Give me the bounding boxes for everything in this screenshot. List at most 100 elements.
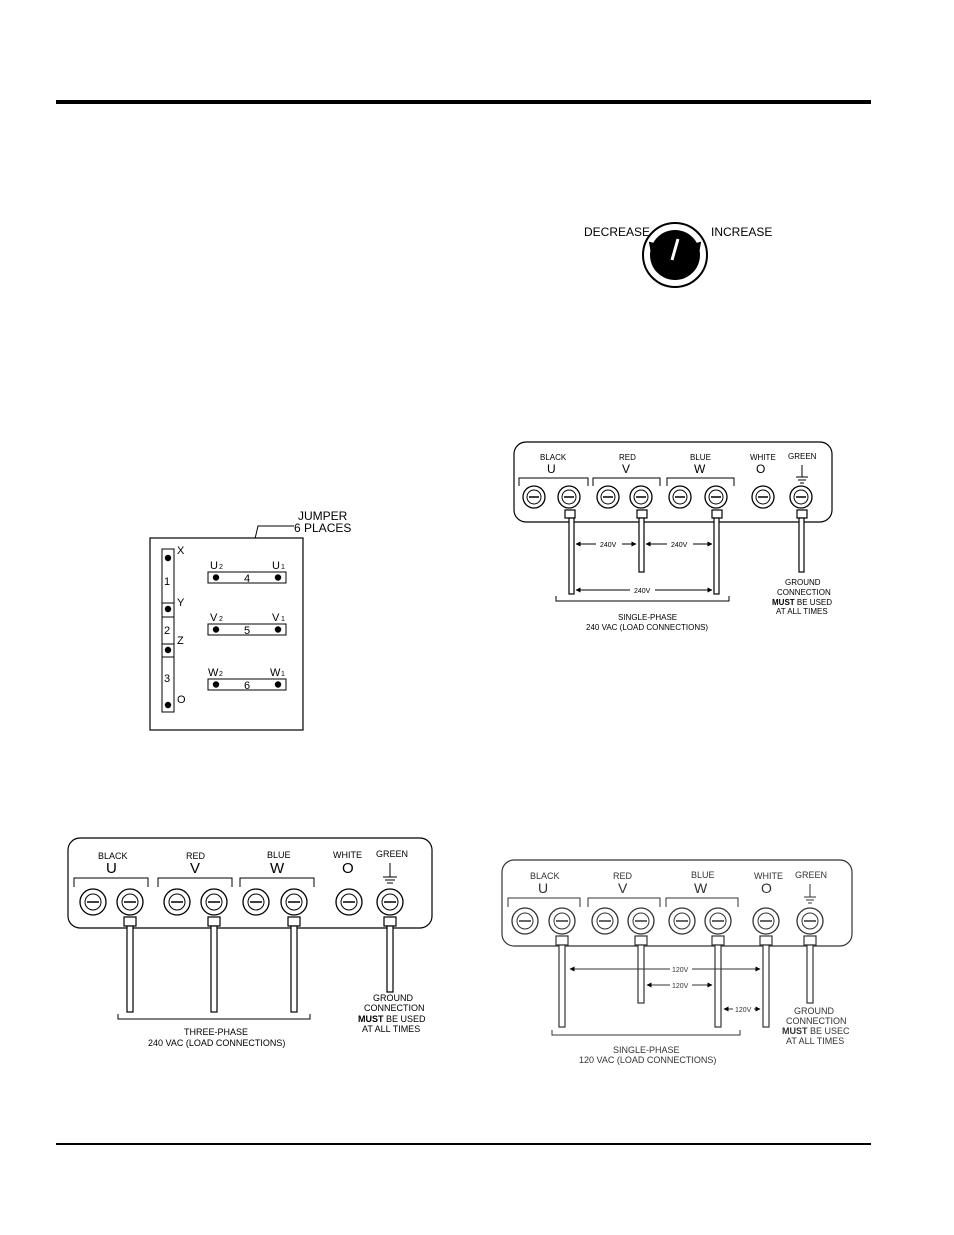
footer-rule [56,1143,871,1145]
svg-text:V: V [272,612,280,624]
letter-v: V [622,462,630,476]
svg-text:2: 2 [219,564,223,571]
svg-text:1: 1 [281,671,285,678]
color-blue: BLUE [691,870,715,880]
label-o: O [177,694,186,706]
svg-text:GROUND: GROUND [373,993,413,1003]
svg-text:1: 1 [281,616,285,623]
svg-text:W: W [270,667,281,679]
jumper-bar-5 [207,623,287,636]
svg-text:2: 2 [219,616,223,623]
load-bracket [551,1030,741,1036]
letter-w: W [694,462,706,476]
letter-w: W [270,860,285,877]
left-strip [161,548,175,713]
voltage-u-o: 120V [672,967,689,974]
winding-2: 2 [164,625,170,637]
caption-line2: 120 VAC (LOAD CONNECTIONS) [579,1055,716,1065]
color-green: GREEN [376,849,408,859]
svg-text:2: 2 [219,671,223,678]
increase-label: INCREASE [711,225,772,239]
winding-3: 3 [164,673,170,685]
letter-u: U [106,860,117,877]
increase-arrow-icon [686,236,702,252]
load-wires [555,935,817,1028]
single-phase-120-diagram: BLACK RED BLUE WHITE GREEN U V W O 120V … [501,859,853,1065]
svg-text:MUST BE USED: MUST BE USED [358,1014,426,1024]
color-black: BLACK [98,851,128,861]
dial-knob[interactable] [650,230,700,280]
voltage-u-v: 240V [600,542,617,549]
svg-text:MUST BE USED: MUST BE USED [772,598,832,607]
label-y: Y [177,597,185,609]
letter-v: V [190,860,200,877]
ground-note: GROUND CONNECTION MUST BE USED AT ALL TI… [772,578,832,616]
svg-text:GROUND: GROUND [794,1006,834,1016]
svg-text:6: 6 [244,680,250,692]
terminal-dot-o [164,701,172,709]
letter-o: O [761,880,772,896]
color-blue: BLUE [267,850,291,860]
load-wires [564,509,808,595]
winding-1: 1 [164,576,170,588]
color-white: WHITE [754,871,783,881]
load-bracket [555,596,730,602]
jumper-bar-6 [207,678,287,691]
voltage-v-w: 120V [672,983,689,990]
color-white: WHITE [333,850,362,860]
svg-text:AT ALL TIMES: AT ALL TIMES [786,1036,844,1046]
color-red: RED [619,453,636,462]
label-z: Z [177,635,184,647]
jumper-callout-line1: JUMPER [298,509,348,523]
svg-text:W: W [208,667,219,679]
svg-text:U: U [272,560,280,572]
svg-text:GROUND: GROUND [785,578,821,587]
caption-line1: SINGLE-PHASE [618,613,677,622]
decrease-arrow-icon [648,236,663,252]
letter-o: O [342,860,354,877]
color-black: BLACK [540,453,567,462]
svg-text:CONNECTION: CONNECTION [364,1003,425,1013]
three-phase-240-diagram: BLACK RED BLUE WHITE GREEN U V W O THREE… [67,837,433,1048]
voltage-u-w: 240V [634,588,651,595]
jumper-bar-4 [207,571,287,584]
dial-pointer [670,238,680,261]
caption-line2: 240 VAC (LOAD CONNECTIONS) [148,1038,285,1048]
svg-text:1: 1 [281,564,285,571]
ground-symbol-icon [383,863,397,884]
color-green: GREEN [795,870,827,880]
ground-note: GROUND CONNECTION MUST BE USEC AT ALL TI… [782,1006,850,1046]
svg-text:MUST BE USEC: MUST BE USEC [782,1026,850,1036]
voltage-dial-figure: DECREASE INCREASE [584,222,772,288]
letter-o: O [756,462,765,476]
letter-u: U [547,462,556,476]
ground-symbol-icon [804,884,816,904]
color-blue: BLUE [690,453,711,462]
letter-v: V [618,880,628,896]
terminal-dot-x [164,554,172,562]
color-red: RED [613,871,633,881]
terminal-dot-y [164,605,172,613]
header-rule [56,100,871,104]
color-white: WHITE [750,453,776,462]
load-bracket [117,1014,311,1020]
color-green: GREEN [788,452,817,461]
svg-text:4: 4 [244,573,250,585]
terminal-dot-z [164,646,172,654]
svg-text:CONNECTION: CONNECTION [777,588,831,597]
ground-note: GROUND CONNECTION MUST BE USED AT ALL TI… [358,993,426,1034]
svg-text:AT ALL TIMES: AT ALL TIMES [362,1024,420,1034]
color-black: BLACK [530,871,560,881]
decrease-label: DECREASE [584,225,650,239]
jumper-callout-line2: 6 PLACES [294,521,351,535]
svg-text:U: U [210,560,218,572]
voltage-v-w: 240V [671,542,688,549]
svg-text:CONNECTION: CONNECTION [786,1016,847,1026]
letter-w: W [694,880,708,896]
ground-symbol-icon [796,465,808,484]
caption-line2: 240 VAC (LOAD CONNECTIONS) [586,623,708,632]
